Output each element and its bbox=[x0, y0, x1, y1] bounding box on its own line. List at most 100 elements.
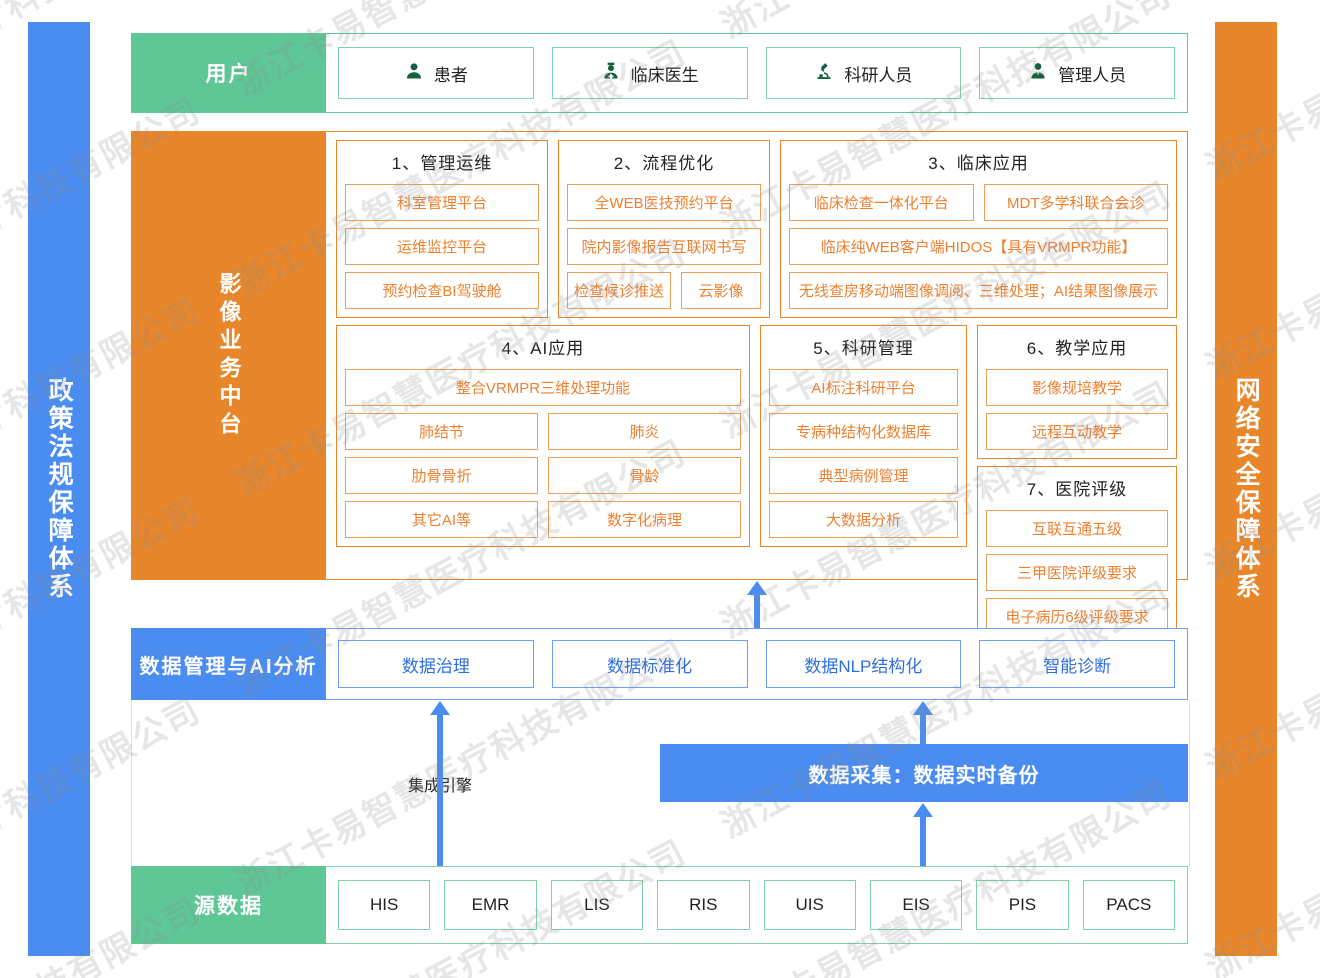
platform-cell[interactable]: 肺炎 bbox=[548, 413, 741, 450]
platform-cell[interactable]: AI标注科研平台 bbox=[769, 369, 958, 406]
cell-row: 整合VRMPR三维处理功能 bbox=[345, 369, 741, 406]
platform-cell[interactable]: 临床检查一体化平台 bbox=[789, 184, 974, 221]
group-title: 1、管理运维 bbox=[391, 154, 493, 173]
cell-row: 院内影像报告互联网书写 bbox=[567, 228, 761, 265]
data-management-label: 数据管理与AI分析 bbox=[131, 628, 326, 700]
source-chip[interactable]: PIS bbox=[976, 880, 1069, 930]
platform-cell[interactable]: 运维监控平台 bbox=[345, 228, 539, 265]
cell-row: 运维监控平台 bbox=[345, 228, 539, 265]
group-title: 4、AI应用 bbox=[501, 339, 585, 358]
platform-cell[interactable]: 其它AI等 bbox=[345, 501, 538, 538]
data-chip[interactable]: 智能诊断 bbox=[979, 640, 1175, 688]
data-management-row: 数据管理与AI分析 数据治理 数据标准化 数据NLP结构化 智能诊断 bbox=[131, 628, 1188, 700]
cell-row: 远程互动教学 bbox=[986, 413, 1168, 450]
source-chip[interactable]: EIS bbox=[869, 880, 963, 930]
group-management-ops: 1、管理运维 科室管理平台 运维监控平台 预约检查BI驾驶舱 bbox=[336, 140, 548, 318]
platform-cell[interactable]: 整合VRMPR三维处理功能 bbox=[345, 369, 741, 406]
data-collection-box: 数据采集：数据实时备份 bbox=[660, 744, 1188, 802]
source-chip[interactable]: LIS bbox=[550, 880, 644, 930]
platform-cell[interactable]: 骨龄 bbox=[548, 457, 741, 494]
platform-cell[interactable]: 远程互动教学 bbox=[986, 413, 1168, 450]
cell-row: 肋骨骨折 骨龄 bbox=[345, 457, 741, 494]
platform-cell[interactable]: 三甲医院评级要求 bbox=[986, 554, 1168, 591]
cell-row: 典型病例管理 bbox=[769, 457, 958, 494]
platform-cell[interactable]: 大数据分析 bbox=[769, 501, 958, 538]
group-hospital-rating: 7、医院评级 互联互通五级 三甲医院评级要求 电子病历6级评级要求 bbox=[977, 466, 1177, 644]
platform-cell[interactable]: 检查候诊推送 bbox=[567, 272, 671, 309]
group-title: 2、流程优化 bbox=[613, 154, 715, 173]
platform-row-body: 1、管理运维 科室管理平台 运维监控平台 预约检查BI驾驶舱 2、流程优化 全W… bbox=[326, 131, 1188, 741]
cell-row: 其它AI等 数字化病理 bbox=[345, 501, 741, 538]
group-title: 3、临床应用 bbox=[928, 154, 1029, 173]
source-chip[interactable]: HIS bbox=[338, 880, 431, 930]
user-row-body: 患者 临床医生 科研人员 管理人员 bbox=[326, 33, 1188, 113]
data-chip[interactable]: 数据标准化 bbox=[551, 640, 748, 688]
cell-row: 三甲医院评级要求 bbox=[986, 554, 1168, 591]
cell-row: 互联互通五级 bbox=[986, 510, 1168, 547]
user-chip-label: 科研人员 bbox=[844, 65, 913, 85]
group-clinical-application: 3、临床应用 临床检查一体化平台 MDT多学科联合会诊 临床纯WEB客户端HID… bbox=[780, 140, 1177, 318]
group-process-optimization: 2、流程优化 全WEB医技预约平台 院内影像报告互联网书写 检查候诊推送 云影像 bbox=[558, 140, 770, 318]
arrow-source-to-collect bbox=[913, 803, 933, 866]
platform-cell[interactable]: 互联互通五级 bbox=[986, 510, 1168, 547]
user-chip-patient[interactable]: 患者 bbox=[338, 47, 534, 99]
platform-cell[interactable]: 院内影像报告互联网书写 bbox=[567, 228, 761, 265]
cell-row: 临床检查一体化平台 MDT多学科联合会诊 bbox=[789, 184, 1168, 221]
user-icon bbox=[404, 61, 424, 86]
cell-row: 无线查房移动端图像调阅、三维处理；AI结果图像展示 bbox=[789, 272, 1168, 309]
source-data-body: HIS EMR LIS RIS UIS EIS PIS PACS bbox=[326, 866, 1188, 944]
cell-row: 影像规培教学 bbox=[986, 369, 1168, 406]
platform-cell[interactable]: 全WEB医技预约平台 bbox=[567, 184, 761, 221]
cell-row: 肺结节 肺炎 bbox=[345, 413, 741, 450]
arrow-integration-engine bbox=[430, 701, 450, 866]
group-title: 7、医院评级 bbox=[1026, 480, 1128, 499]
platform-cell[interactable]: MDT多学科联合会诊 bbox=[983, 184, 1168, 221]
platform-row: 影像业务中台 1、管理运维 科室管理平台 运维监控平台 预约检查BI驾驶舱 2、… bbox=[131, 131, 1188, 741]
group-teaching-application: 6、教学应用 影像规培教学 远程互动教学 bbox=[977, 325, 1177, 459]
manager-icon bbox=[1028, 61, 1048, 86]
user-chip-label: 临床医生 bbox=[630, 65, 699, 85]
platform-cell[interactable]: 科室管理平台 bbox=[345, 184, 539, 221]
sidebar-network-security: 网络安全保障体系 bbox=[1215, 22, 1277, 956]
cell-row: 科室管理平台 bbox=[345, 184, 539, 221]
data-chip[interactable]: 数据治理 bbox=[338, 640, 534, 688]
source-chip[interactable]: PACS bbox=[1082, 880, 1175, 930]
platform-cell[interactable]: 数字化病理 bbox=[548, 501, 741, 538]
user-chip-label: 患者 bbox=[433, 65, 468, 85]
platform-cell[interactable]: 肺结节 bbox=[345, 413, 538, 450]
cell-row: AI标注科研平台 bbox=[769, 369, 958, 406]
user-chip-researcher[interactable]: 科研人员 bbox=[765, 47, 962, 99]
doctor-icon bbox=[601, 61, 621, 86]
user-chip-label: 管理人员 bbox=[1058, 65, 1127, 85]
group-title: 6、教学应用 bbox=[1026, 339, 1128, 358]
platform-line-2: 4、AI应用 整合VRMPR三维处理功能 肺结节 肺炎 肋骨骨折 骨龄 其它AI… bbox=[336, 325, 1177, 644]
arrow-datamgmt-to-platform bbox=[747, 581, 767, 628]
platform-cell[interactable]: 临床纯WEB客户端HIDOS【具有VRMPR功能】 bbox=[789, 228, 1168, 265]
microscope-icon bbox=[814, 61, 834, 86]
source-chip[interactable]: RIS bbox=[657, 880, 750, 930]
cell-row: 临床纯WEB客户端HIDOS【具有VRMPR功能】 bbox=[789, 228, 1168, 265]
platform-cell[interactable]: 典型病例管理 bbox=[769, 457, 958, 494]
platform-cell[interactable]: 肋骨骨折 bbox=[345, 457, 538, 494]
user-chip-clinician[interactable]: 临床医生 bbox=[551, 47, 748, 99]
arrow-collect-to-datamgmt bbox=[913, 701, 933, 744]
user-row: 用户 患者 临床医生 科研人员 管理人员 bbox=[131, 33, 1188, 113]
user-chip-administrator[interactable]: 管理人员 bbox=[979, 47, 1175, 99]
cell-row: 专病种结构化数据库 bbox=[769, 413, 958, 450]
group-ai-application: 4、AI应用 整合VRMPR三维处理功能 肺结节 肺炎 肋骨骨折 骨龄 其它AI… bbox=[336, 325, 750, 547]
cell-row: 检查候诊推送 云影像 bbox=[567, 272, 761, 309]
data-chip[interactable]: 数据NLP结构化 bbox=[765, 640, 962, 688]
source-chip[interactable]: EMR bbox=[444, 880, 537, 930]
source-chip[interactable]: UIS bbox=[763, 880, 856, 930]
platform-cell[interactable]: 无线查房移动端图像调阅、三维处理；AI结果图像展示 bbox=[789, 272, 1168, 309]
platform-cell[interactable]: 影像规培教学 bbox=[986, 369, 1168, 406]
platform-right-column: 6、教学应用 影像规培教学 远程互动教学 7、医院评级 互联互通五级 三甲医院评… bbox=[977, 325, 1177, 644]
platform-cell[interactable]: 预约检查BI驾驶舱 bbox=[345, 272, 539, 309]
cell-row: 预约检查BI驾驶舱 bbox=[345, 272, 539, 309]
cell-row: 大数据分析 bbox=[769, 501, 958, 538]
platform-cell[interactable]: 专病种结构化数据库 bbox=[769, 413, 958, 450]
source-data-label: 源数据 bbox=[131, 866, 326, 944]
platform-row-label: 影像业务中台 bbox=[131, 131, 326, 580]
platform-cell[interactable]: 云影像 bbox=[681, 272, 761, 309]
user-row-label: 用户 bbox=[131, 33, 326, 113]
